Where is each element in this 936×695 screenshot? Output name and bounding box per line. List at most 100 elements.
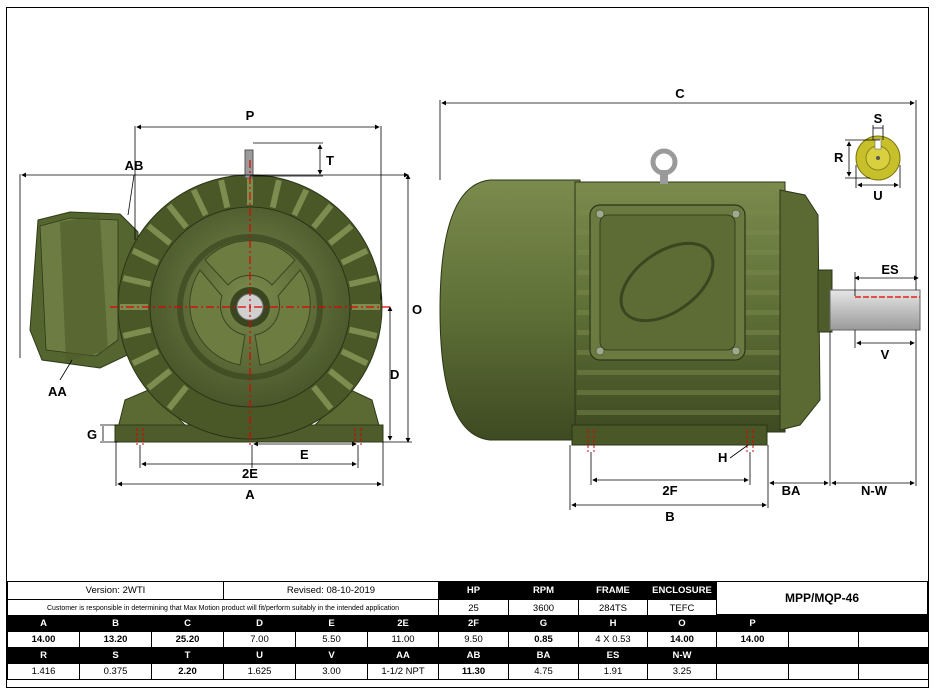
spec-header-enclosure: ENCLOSURE	[647, 581, 717, 600]
dim-value-c-2: 25.20	[151, 631, 224, 648]
dim-label-2e: 2E	[242, 466, 258, 481]
dim-label-h: H	[718, 450, 727, 465]
side-base	[571, 424, 768, 446]
dim-label-s: S	[874, 111, 883, 126]
dim-label-a: A	[245, 487, 255, 502]
dim-value-h-8: 4 X 0.53	[578, 631, 648, 648]
dim-header-e-4: E	[295, 615, 368, 632]
dim-label-ab: AB	[125, 158, 144, 173]
dim-header-blank-12	[858, 647, 929, 664]
cooling-fin	[311, 203, 334, 230]
dim-label-c: C	[675, 86, 685, 101]
dim-header-d-3: D	[223, 615, 296, 632]
dim-header-blank-11	[788, 615, 859, 632]
cooling-fin	[166, 203, 189, 230]
dim-header-h-8: H	[578, 615, 648, 632]
dim-header-blank-10	[716, 647, 789, 664]
spec-header-rpm: RPM	[508, 581, 579, 600]
side-fin	[577, 190, 782, 195]
dim-value-v-4: 3.00	[295, 663, 368, 680]
dim-label-o: O	[412, 302, 422, 317]
dim-header-r-0: R	[7, 647, 80, 664]
dim-label-v: V	[881, 347, 890, 362]
dim-header-es-8: ES	[578, 647, 648, 664]
front-dimension-lines	[19, 124, 412, 487]
side-fin	[577, 370, 782, 375]
version-text: Version: 2WTI	[7, 581, 224, 600]
dim-label-d: D	[390, 367, 399, 382]
dimension-labels: P AB T O AA D G E 2E A C S R U ES V H 2F…	[48, 86, 899, 524]
dim-value-2f-6: 9.50	[438, 631, 509, 648]
cooling-fin	[327, 368, 354, 391]
cooling-fin	[146, 223, 173, 246]
cooling-fin	[122, 275, 152, 288]
dim-value-ab-6: 11.30	[438, 663, 509, 680]
cooling-fin	[340, 247, 369, 266]
motor-dimension-drawing: P AB T O AA D G E 2E A C S R U ES V H 2F…	[19, 86, 921, 524]
cooling-fin	[122, 326, 152, 339]
dim-value-n-w-9: 3.25	[647, 663, 717, 680]
spec-header-hp: HP	[438, 581, 509, 600]
dim-header-p-10: P	[716, 615, 789, 632]
cooling-fin	[348, 275, 378, 288]
cooling-fin	[269, 179, 282, 209]
dim-label-r: R	[834, 150, 844, 165]
fan-cover	[439, 179, 581, 441]
side-fin	[577, 410, 782, 415]
dim-header-s-1: S	[79, 647, 152, 664]
dim-value-e-4: 5.50	[295, 631, 368, 648]
dim-header-b-1: B	[79, 615, 152, 632]
dim-value-p-10: 14.00	[716, 631, 789, 648]
logo-emboss	[619, 241, 715, 323]
dim-header-o-9: O	[647, 615, 717, 632]
dim-header-aa-5: AA	[367, 647, 439, 664]
cooling-fin	[348, 326, 378, 339]
cooling-fin	[146, 368, 173, 391]
dim-label-es: ES	[881, 262, 899, 277]
dim-header-u-3: U	[223, 647, 296, 664]
lifting-eye-bolt	[650, 148, 678, 184]
dim-value-s-1: 0.375	[79, 663, 152, 680]
cooling-fin	[340, 348, 369, 367]
dim-label-e: E	[300, 447, 309, 462]
dim-value-a-0: 14.00	[7, 631, 80, 648]
dim-label-t: T	[326, 153, 334, 168]
dim-header-t-2: T	[151, 647, 224, 664]
dim-header-blank-11	[788, 647, 859, 664]
shaft	[829, 289, 921, 331]
front-view	[29, 149, 390, 445]
dim-header-2f-6: 2F	[438, 615, 509, 632]
front-end-bell	[779, 189, 821, 431]
dim-header-2e-5: 2E	[367, 615, 439, 632]
keyway-icon	[855, 135, 901, 181]
cooling-fin	[166, 384, 189, 411]
cooling-fin	[131, 247, 160, 266]
dim-value-ba-7: 4.75	[508, 663, 579, 680]
dim-value-blank-12	[858, 631, 929, 648]
dim-header-ba-7: BA	[508, 647, 579, 664]
cooling-fin	[190, 188, 209, 217]
dim-header-n-w-9: N-W	[647, 647, 717, 664]
dim-value-aa-5: 1-1/2 NPT	[367, 663, 439, 680]
dim-value-u-3: 1.625	[223, 663, 296, 680]
dim-header-v-4: V	[295, 647, 368, 664]
dim-value-r-0: 1.416	[7, 663, 80, 680]
dim-value-blank-11	[788, 631, 859, 648]
dim-label-g: G	[87, 427, 97, 442]
side-view	[439, 135, 921, 452]
dim-value-t-2: 2.20	[151, 663, 224, 680]
dim-value-o-9: 14.00	[647, 631, 717, 648]
title-block-header: Version: 2WTI Revised: 08-10-2019 HP RPM…	[7, 581, 717, 618]
model-number: MPP/MQP-46	[716, 581, 928, 615]
dim-label-p: P	[246, 108, 255, 123]
dim-label-b: B	[665, 509, 674, 524]
eye-bolt	[244, 149, 254, 179]
dim-value-b-1: 13.20	[79, 631, 152, 648]
dim-header-g-7: G	[508, 615, 579, 632]
dim-label-aa: AA	[48, 384, 67, 399]
dim-header-blank-12	[858, 615, 929, 632]
drawing-sheet	[6, 7, 929, 688]
side-dimension-lines	[439, 100, 919, 510]
dim-value-g-7: 0.85	[508, 631, 579, 648]
